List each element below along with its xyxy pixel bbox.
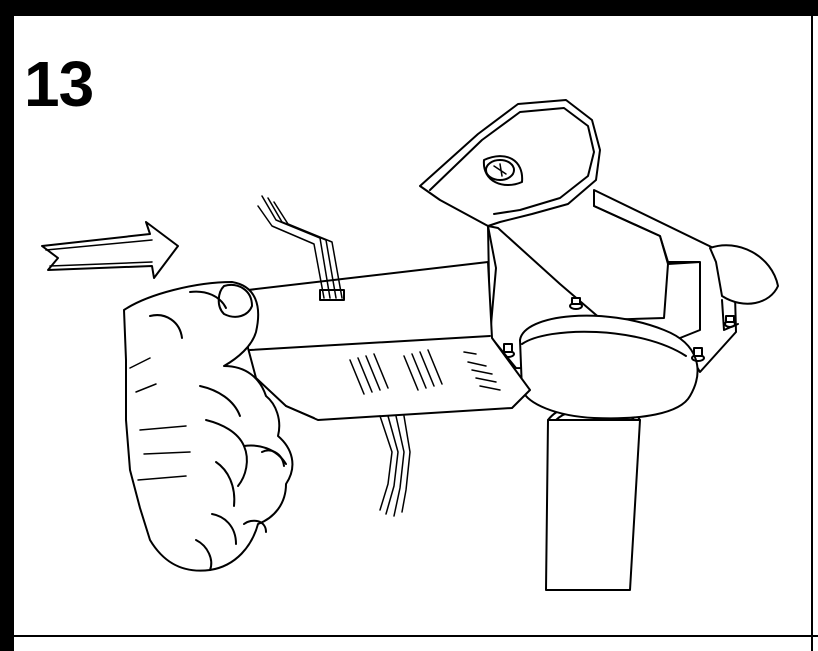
panel-border-top xyxy=(0,0,818,16)
panel-border-left xyxy=(0,0,14,651)
hand xyxy=(123,281,294,572)
lower-wires xyxy=(379,415,411,517)
upper-wires xyxy=(257,195,343,299)
downrod xyxy=(545,401,641,591)
push-direction-arrow-icon xyxy=(41,221,179,279)
motor-housing xyxy=(419,99,779,420)
cover-vents xyxy=(349,349,501,395)
housing-screws xyxy=(501,297,736,362)
switch-housing-cover xyxy=(247,261,531,421)
set-screw-icon xyxy=(482,155,524,186)
step-number: 13 xyxy=(24,48,94,120)
